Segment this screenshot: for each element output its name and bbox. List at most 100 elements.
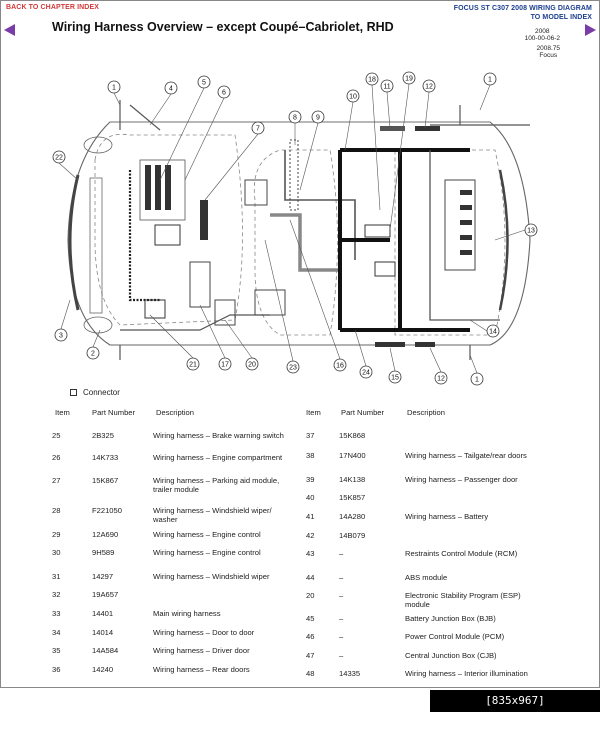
callout-label: 21 <box>189 362 197 369</box>
cell-part: 14K138 <box>339 475 366 484</box>
cell-item: 29 <box>52 530 61 539</box>
doc-code: 100-00-06-2 <box>524 35 560 42</box>
back-to-chapter-index-link[interactable]: BACK TO CHAPTER INDEX <box>6 4 99 11</box>
cell-item: 48 <box>306 669 315 678</box>
cell-item: 30 <box>52 548 61 557</box>
cell-item: 39 <box>306 475 315 484</box>
watermark-banner: [835x967] https://upic.me/ <box>430 690 600 729</box>
callout-label: 14 <box>489 329 497 336</box>
previous-page-arrow-icon[interactable] <box>4 24 15 36</box>
cell-desc: Wiring harness – Parking aid module, <box>153 476 280 485</box>
callout-label: 24 <box>362 370 370 377</box>
model-name: Focus <box>539 52 558 59</box>
cell-part: 15K867 <box>92 476 119 485</box>
cell-item: 26 <box>52 453 61 462</box>
cell-item: 20 <box>306 591 315 600</box>
cell-part: 17N400 <box>339 451 366 460</box>
callout-label: 22 <box>55 155 63 162</box>
cell-part: 14B079 <box>339 531 366 540</box>
cell-desc: Restraints Control Module (RCM) <box>405 549 518 558</box>
cell-part: 2B325 <box>92 431 114 440</box>
cell-item: 37 <box>306 431 315 440</box>
cell-desc: Wiring harness – Windshield wiper/ <box>153 506 272 515</box>
page-title: Wiring Harness Overview – except Coupé–C… <box>52 20 394 34</box>
callout-label: 5 <box>202 80 206 87</box>
cell-desc: Wiring harness – Driver door <box>153 646 250 655</box>
rear-connectors <box>460 190 472 255</box>
callout-labels: 1 4 5 6 7 8 9 10 18 19 11 12 1 22 13 3 2… <box>55 76 535 384</box>
cell-part: 14014 <box>92 628 114 637</box>
cell-item: 40 <box>306 493 315 502</box>
cell-part: – <box>339 549 344 558</box>
callout-label: 18 <box>368 77 376 84</box>
model-title: FOCUS ST C307 2008 WIRING DIAGRAM <box>453 5 592 12</box>
cell-desc: Wiring harness – Windshield wiper <box>153 572 270 581</box>
cell-part: 14297 <box>92 572 114 581</box>
cell-part: 19A657 <box>92 590 119 599</box>
doc-meta: 2008 100-00-06-2 <box>525 28 560 42</box>
cell-item: 25 <box>52 431 61 440</box>
col-header-desc: Description <box>407 408 445 417</box>
cell-part: 15K868 <box>339 431 366 440</box>
col-header-part: Part Number <box>92 408 136 417</box>
cell-item: 43 <box>306 549 315 558</box>
cell-desc: Wiring harness – Tailgate/rear doors <box>405 451 527 460</box>
cell-part: 14335 <box>339 669 361 678</box>
cell-part: – <box>339 651 344 660</box>
callout-label: 20 <box>248 362 256 369</box>
callout-label: 9 <box>316 115 320 122</box>
cell-item: 45 <box>306 614 315 623</box>
cell-part: 14A584 <box>92 646 119 655</box>
cell-part: 15K857 <box>339 493 366 502</box>
callout-label: 1 <box>488 77 492 84</box>
cell-desc: Electronic Stability Program (ESP) <box>405 591 521 600</box>
cell-item: 46 <box>306 632 315 641</box>
callout-label: 11 <box>383 84 390 91</box>
cell-desc: Wiring harness – Brake warning switch <box>153 431 284 440</box>
cell-part: 14401 <box>92 609 114 618</box>
cell-desc: Wiring harness – Rear doors <box>153 665 250 674</box>
cell-part: 14K733 <box>92 453 119 462</box>
doc-year: 2008 <box>535 28 550 35</box>
next-page-arrow-icon[interactable] <box>585 24 596 36</box>
callout-label: 12 <box>425 84 433 91</box>
col-header-part: Part Number <box>341 408 385 417</box>
cell-part: F221050 <box>92 506 122 515</box>
cell-part: – <box>339 573 344 582</box>
cell-part: – <box>339 614 344 623</box>
callout-label: 7 <box>256 126 260 133</box>
callout-leaders <box>58 83 526 374</box>
cell-item: 34 <box>52 628 61 637</box>
cell-desc: Central Junction Box (CJB) <box>405 651 497 660</box>
cell-desc: Main wiring harness <box>153 609 221 618</box>
model-meta: 2008.75 Focus <box>537 45 561 59</box>
callout-label: 6 <box>222 90 226 97</box>
cell-part: 14240 <box>92 665 114 674</box>
cell-desc-continued: washer <box>153 515 178 524</box>
to-model-index-link[interactable]: TO MODEL INDEX <box>530 14 592 21</box>
col-header-item: Item <box>55 408 70 417</box>
cell-part: – <box>339 632 344 641</box>
legend-label: Connector <box>83 388 120 397</box>
callout-label: 1 <box>112 85 116 92</box>
callout-label: 15 <box>391 375 399 382</box>
cell-part: 12A690 <box>92 530 119 539</box>
callout-label: 1 <box>475 377 479 384</box>
legend: Connector <box>70 388 120 397</box>
callout-label: 16 <box>336 363 344 370</box>
cell-desc: Wiring harness – Battery <box>405 512 489 521</box>
cell-desc-continued: trailer module <box>153 485 200 494</box>
cell-item: 36 <box>52 665 61 674</box>
col-header-item: Item <box>306 408 321 417</box>
cell-item: 47 <box>306 651 315 660</box>
col-header-desc: Description <box>156 408 194 417</box>
cell-desc: Wiring harness – Engine compartment <box>153 453 283 462</box>
cell-desc: Battery Junction Box (BJB) <box>405 614 496 623</box>
parts-table: Item Part Number Description Item Part N… <box>52 408 528 678</box>
callout-label: 19 <box>405 76 413 83</box>
callout-label: 10 <box>349 94 357 101</box>
callout-label: 3 <box>59 333 63 340</box>
callout-label: 12 <box>437 376 445 383</box>
callout-label: 23 <box>289 365 297 372</box>
callout-label: 17 <box>221 362 229 369</box>
